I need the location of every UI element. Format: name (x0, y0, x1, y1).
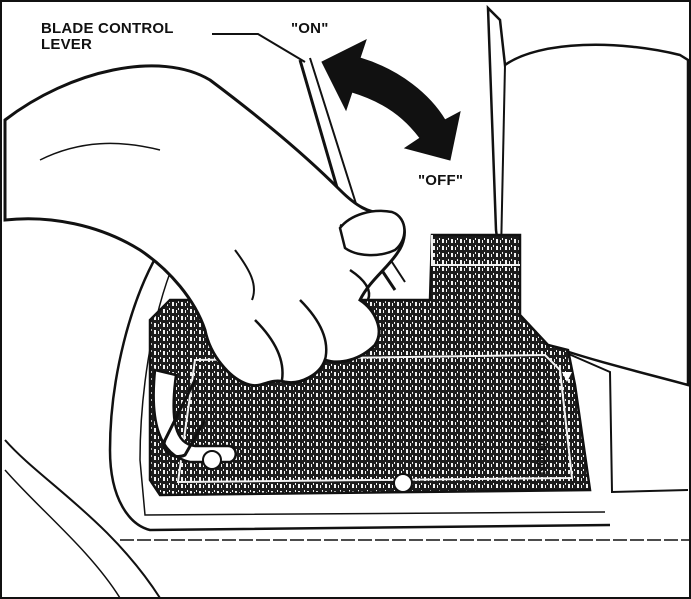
leader-line (212, 34, 305, 62)
table-corner-2 (5, 470, 120, 598)
lever-label-line2: LEVER (41, 37, 174, 53)
table-corner (5, 440, 160, 598)
off-position-label: "OFF" (418, 173, 463, 189)
on-off-arrow (322, 40, 460, 160)
caution-label: CAUTION (534, 420, 548, 475)
on-position-label: "ON" (291, 21, 329, 37)
lever-label-line1: BLADE CONTROL (41, 21, 174, 37)
screw-left (203, 451, 221, 469)
screw-right (394, 474, 412, 492)
blade-control-lever-label: BLADE CONTROL LEVER (41, 21, 174, 53)
